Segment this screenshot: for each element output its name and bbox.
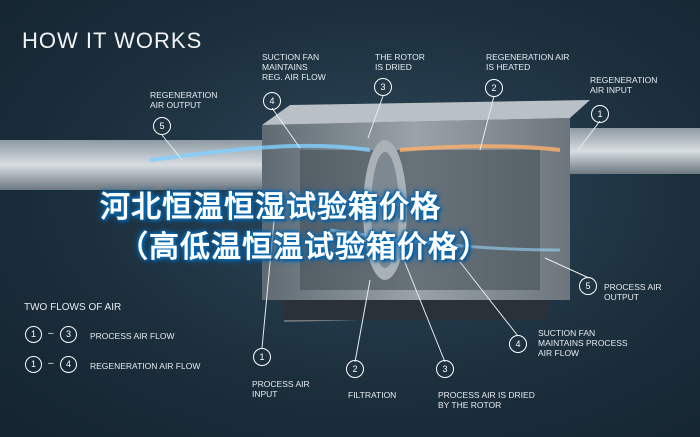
callout-number-4-top: 4 <box>263 92 281 110</box>
overlay-title-line1: 河北恒温恒湿试验箱价格 <box>100 190 441 225</box>
callout-label-rotor-dried: THE ROTOR IS DRIED <box>375 52 425 72</box>
callout-label-regen-input: REGENERATION AIR INPUT <box>590 75 658 95</box>
callout-number-1-top: 1 <box>591 105 609 123</box>
legend-row1-label: PROCESS AIR FLOW <box>90 331 175 341</box>
overlay-title-line2: （高低温恒温试验箱价格） <box>118 230 490 265</box>
callout-label-process-suction-fan: SUCTION FAN MAINTAINS PROCESS AIR FLOW <box>538 328 628 358</box>
callout-number-5-top: 5 <box>153 117 171 135</box>
callout-label-filtration: FILTRATION <box>348 390 397 400</box>
callout-number-2-top: 2 <box>485 79 503 97</box>
callout-label-regen-heated: REGENERATION AIR IS HEATED <box>486 52 570 72</box>
callout-number-4-bottom: 4 <box>509 335 527 353</box>
callout-label-process-output: PROCESS AIR OUTPUT <box>604 282 662 302</box>
legend-row2-dash: – <box>48 358 54 369</box>
legend-title: TWO FLOWS OF AIR <box>24 302 122 313</box>
legend-row1-dash: – <box>48 328 54 339</box>
callout-number-3-bottom: 3 <box>436 360 454 378</box>
page-title: HOW IT WORKS <box>22 28 203 53</box>
callout-number-3-top: 3 <box>374 78 392 96</box>
callout-number-5-bottom: 5 <box>579 277 597 295</box>
legend-row2-from: 1 <box>25 356 42 373</box>
leader-lines <box>161 95 601 363</box>
legend-row2-label: REGENERATION AIR FLOW <box>90 361 201 371</box>
callout-label-regen-output: REGENERATION AIR OUTPUT <box>150 90 218 110</box>
callout-label-process-dried: PROCESS AIR IS DRIED BY THE ROTOR <box>438 390 535 410</box>
legend-row1-to: 3 <box>60 326 77 343</box>
process-flow-arrow <box>329 228 561 252</box>
legend-row1-from: 1 <box>25 326 42 343</box>
callout-number-1-bottom: 1 <box>253 348 271 366</box>
callout-label-reg-suction-fan: SUCTION FAN MAINTAINS REG. AIR FLOW <box>262 52 326 82</box>
unit-base <box>284 300 548 320</box>
heated-flow-arrow <box>399 144 561 152</box>
unit-interior <box>300 150 540 290</box>
callout-number-2-bottom: 2 <box>346 360 364 378</box>
unit-top <box>262 100 590 125</box>
legend-row2-to: 4 <box>60 356 77 373</box>
callout-label-process-input: PROCESS AIR INPUT <box>252 379 310 399</box>
